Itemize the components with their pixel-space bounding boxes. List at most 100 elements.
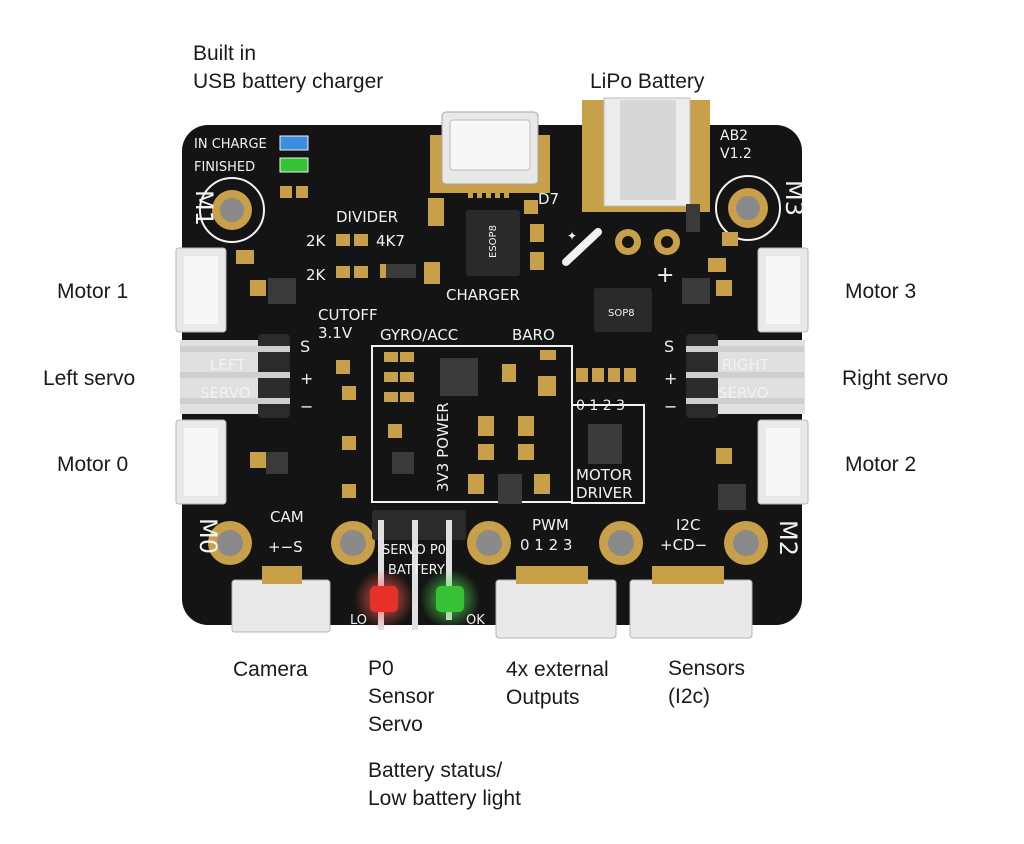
motor3-connector — [757, 247, 809, 333]
battery-plus-label: + — [656, 263, 674, 288]
charging-wand-icon: ✦ — [562, 228, 602, 266]
r2k-a-label: 2K — [306, 232, 327, 250]
mounting-hole — [467, 521, 511, 565]
version-label: V1.2 — [720, 146, 752, 162]
right-servo-callout: Right servo — [842, 365, 948, 393]
pwm-pins-label: 0 1 2 3 — [520, 536, 572, 554]
m1-label: M1 — [190, 190, 218, 226]
finished-led-green — [279, 157, 309, 173]
callout-line: LiPo Battery — [590, 70, 705, 93]
callout-line: Outputs — [506, 686, 580, 709]
mounting-hole-m2 — [724, 521, 768, 565]
pwm-outputs-callout: 4x external Outputs — [506, 656, 609, 712]
motor2-callout: Motor 2 — [845, 451, 916, 479]
r2k-b-label: 2K — [306, 266, 327, 284]
r4k7-label: 4K7 — [376, 232, 405, 250]
m0-label: M0 — [194, 518, 222, 554]
cutoff-label: CUTOFF — [318, 306, 378, 324]
mounting-hole-m3 — [715, 175, 781, 241]
sop8-label: SOP8 — [608, 308, 635, 319]
m2-label: M2 — [774, 520, 802, 556]
charging-led-blue — [279, 135, 309, 151]
callout-line: Camera — [233, 658, 308, 681]
in-charge-label: IN CHARGE — [194, 137, 267, 152]
p0-callout: P0 Sensor Servo — [368, 655, 435, 739]
motor0-callout: Motor 0 — [57, 451, 128, 479]
camera-callout: Camera — [233, 656, 308, 684]
callout-line: Low battery light — [368, 787, 521, 810]
driver-label: DRIVER — [576, 484, 633, 502]
battery-label: BATTERY — [388, 563, 445, 578]
left-s-label: S — [300, 337, 310, 356]
motor-label: MOTOR — [576, 466, 632, 484]
right-label: RIGHT — [722, 356, 770, 374]
motor-driver-outline — [571, 404, 645, 504]
usb-connector — [430, 111, 550, 198]
m3-label: M3 — [780, 180, 808, 216]
power-label: 3V3 POWER — [434, 402, 452, 492]
lo-label: LO — [350, 613, 367, 628]
callout-line: (I2c) — [668, 685, 710, 708]
lipo-battery-connector — [582, 97, 710, 255]
smd-components — [236, 186, 738, 498]
esop8-label: ESOP8 — [488, 225, 499, 258]
callout-line: Sensor — [368, 685, 435, 708]
charger-callout: Built in USB battery charger — [193, 40, 383, 96]
left-servo-header — [180, 334, 290, 418]
callout-line: Right servo — [842, 367, 949, 390]
left-label: LEFT — [210, 356, 246, 374]
left-plus-label: + — [300, 369, 313, 388]
gyro-chip — [440, 358, 478, 396]
battery-status-callout: Battery status/ Low battery light — [368, 757, 521, 813]
ok-label: OK — [466, 613, 485, 628]
pwm-label: PWM — [532, 516, 569, 534]
i2c-pins-label: +CD− — [660, 536, 707, 554]
i2c-label: I2C — [676, 516, 700, 534]
callout-line: USB battery charger — [193, 70, 384, 93]
motor3-callout: Motor 3 — [845, 278, 916, 306]
pcb-outline — [182, 125, 802, 625]
smd-dark-components — [266, 204, 746, 510]
callout-line: Battery status/ — [368, 759, 503, 782]
motor1-callout: Motor 1 — [57, 278, 128, 306]
mounting-hole — [599, 521, 643, 565]
callout-line: Motor 2 — [845, 453, 917, 476]
mounting-hole-m0 — [208, 521, 252, 565]
battery-ok-led — [436, 586, 464, 612]
motor0-connector — [175, 419, 227, 505]
sensors-i2c-connector — [629, 566, 753, 639]
baro-label: BARO — [512, 326, 555, 344]
callout-line: 4x external — [506, 658, 609, 681]
callout-line: Left servo — [43, 367, 136, 390]
callout-line: Motor 1 — [57, 280, 129, 303]
divider-label: DIVIDER — [336, 208, 398, 226]
baro-chip — [538, 376, 556, 396]
camera-connector — [231, 566, 331, 633]
right-servo-header — [686, 334, 805, 418]
motor2-connector — [757, 419, 809, 505]
left-minus-label: − — [300, 397, 313, 416]
pwm-outputs-connector — [495, 566, 617, 639]
svg-text:✦: ✦ — [567, 229, 577, 243]
charger-label: CHARGER — [446, 286, 520, 304]
board-id-label: AB2 — [720, 128, 748, 144]
d7-label: D7 — [538, 190, 559, 208]
cam-label: CAM — [270, 508, 304, 526]
callout-line: Sensors — [668, 657, 746, 680]
sop8-chip — [594, 288, 652, 332]
right-s-label: S — [664, 337, 674, 356]
motor-driver-chip — [588, 424, 622, 464]
pwm-index-label: 0 1 2 3 — [576, 398, 625, 414]
right-plus-label: + — [664, 369, 677, 388]
gyro-acc-label: GYRO/ACC — [380, 326, 458, 344]
servo-p0-label: SERVO P0 — [382, 543, 446, 558]
cam-pins-label: +−S — [268, 538, 303, 556]
callout-line: Motor 3 — [845, 280, 917, 303]
battery-callout: LiPo Battery — [590, 68, 704, 96]
cutoff-voltage-label: 3.1V — [318, 324, 353, 342]
mounting-hole-m1 — [199, 177, 265, 243]
servo-left-label: SERVO — [200, 384, 250, 402]
callout-line: Motor 0 — [57, 453, 129, 476]
sensors-callout: Sensors (I2c) — [668, 655, 745, 711]
